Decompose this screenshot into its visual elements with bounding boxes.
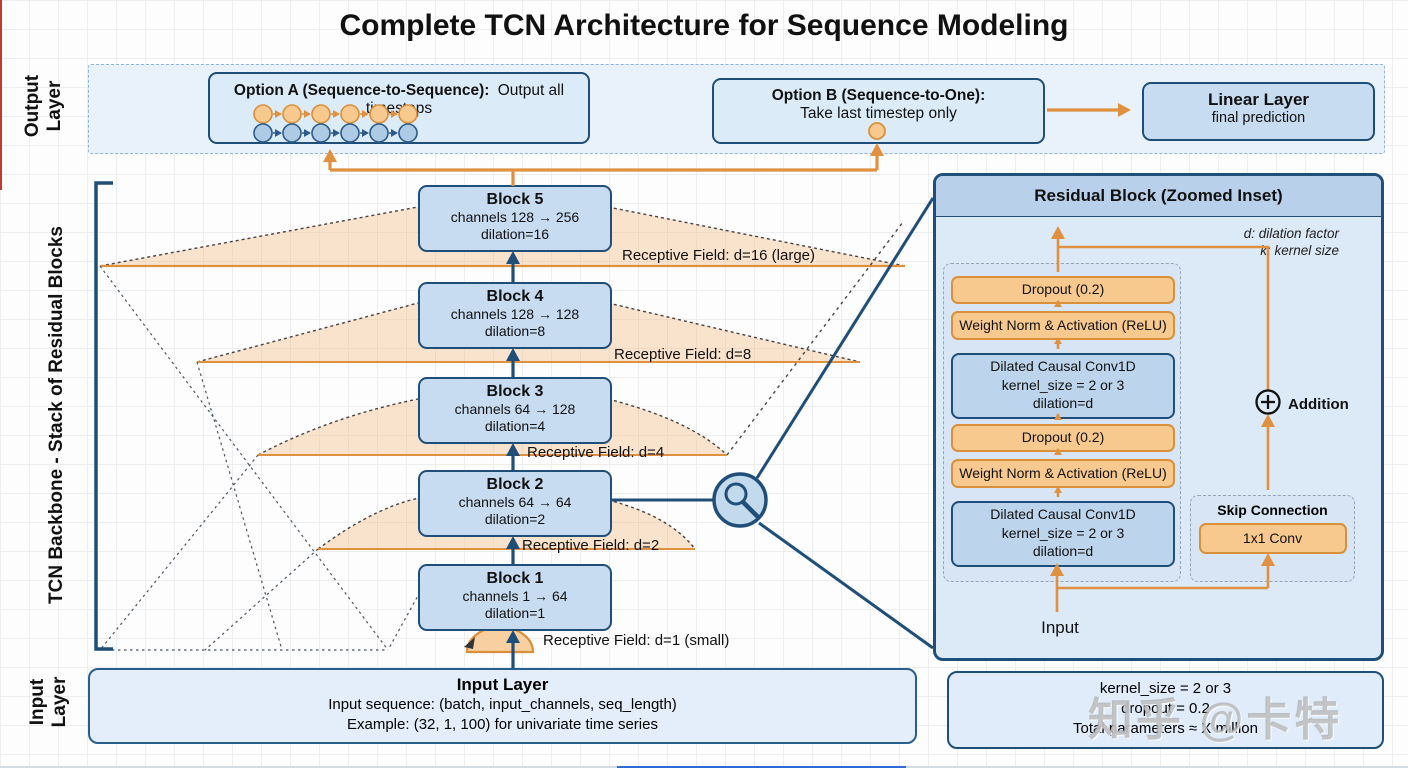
option-b-box: Option B (Sequence-to-One): Take last ti… (712, 78, 1045, 144)
weightnorm-box-2: Weight Norm & Activation (ReLU) (951, 459, 1175, 488)
conv-1x1-box: 1x1 Conv (1198, 523, 1347, 554)
hyperparams-box: kernel_size = 2 or 3 dropout = 0.2 Total… (947, 671, 1384, 749)
rf-label-d4: Receptive Field: d=4 (527, 444, 665, 461)
watermark: 知乎 @卡特 (1088, 694, 1343, 745)
conv-box-1: Dilated Causal Conv1D kernel_size = 2 or… (951, 353, 1175, 419)
option-b-title: Option B (Sequence-to-One): (771, 87, 986, 104)
conv1-line2: kernel_size = 2 or 3 (1001, 376, 1125, 393)
block-3: Block 3 channels 64 → 128 dilation=4 (418, 377, 612, 444)
block-2-title: Block 2 (486, 476, 544, 493)
inset-note-kernel: k: kernel size (1260, 243, 1339, 258)
block-5-dilation: dilation=16 (480, 226, 550, 242)
input-layer-side-label: Input Layer (27, 676, 70, 728)
conv1-line1: Dilated Causal Conv1D (990, 358, 1136, 374)
block-3-title: Block 3 (486, 383, 544, 400)
block-1-title: Block 1 (486, 570, 544, 587)
block-5-channels: channels 128 → 256 (450, 209, 580, 225)
hyperparams-line3: Total parameters ≈ X million (1073, 720, 1258, 737)
rf-label-d1: Receptive Field: d=1 (small) (543, 632, 730, 649)
block-5: Block 5 channels 128 → 256 dilation=16 (418, 185, 612, 252)
dropout-box-1: Dropout (0.2) (951, 276, 1175, 304)
input-layer-title: Input Layer (456, 675, 549, 694)
option-a-bold: Option A (Sequence-to-Sequence): (233, 82, 490, 99)
residual-block-inset: Residual Block (Zoomed Inset) d: dilatio… (933, 173, 1384, 661)
conv1-line3: dilation=d (1032, 395, 1094, 411)
block-2: Block 2 channels 64 → 64 dilation=2 (418, 470, 612, 537)
conv-box-2: Dilated Causal Conv1D kernel_size = 2 or… (951, 501, 1175, 567)
inset-notes: d: dilation factor k: kernel size (1244, 225, 1339, 259)
hyperparams-line1: kernel_size = 2 or 3 (1099, 680, 1232, 697)
input-layer-box: Input Layer Input sequence: (batch, inpu… (88, 668, 917, 744)
block-1-dilation: dilation=1 (484, 605, 546, 621)
receptive-field-fan-lines (99, 265, 421, 651)
block-2-dilation: dilation=2 (484, 511, 546, 527)
weightnorm-box-1: Weight Norm & Activation (ReLU) (951, 311, 1175, 340)
zoom-callout-lines (607, 197, 935, 650)
left-edge-artifact (0, 0, 2, 190)
conv2-line2: kernel_size = 2 or 3 (1001, 524, 1125, 541)
input-layer-line1: Input sequence: (batch, input_channels, … (328, 696, 677, 713)
backbone-side-label: TCN Backbone - Stack of Residual Blocks (46, 226, 67, 604)
input-layer-line2: Example: (32, 1, 100) for univariate tim… (347, 715, 658, 733)
block-4-dilation: dilation=8 (484, 323, 546, 339)
skip-connection-title: Skip Connection (1217, 502, 1328, 518)
option-a-box: Option A (Sequence-to-Sequence): Output … (208, 72, 590, 144)
block-4-title: Block 4 (486, 288, 544, 305)
dropout-box-2: Dropout (0.2) (951, 424, 1175, 452)
block-5-title: Block 5 (486, 191, 544, 208)
rf-label-d8: Receptive Field: d=8 (614, 346, 752, 363)
block-1: Block 1 channels 1 → 64 dilation=1 (418, 564, 612, 631)
skip-connection-box: Skip Connection 1x1 Conv (1190, 495, 1355, 582)
conv2-line3: dilation=d (1032, 543, 1094, 559)
block-4-channels: channels 128 → 128 (450, 306, 580, 322)
rf-label-d2: Receptive Field: d=2 (522, 537, 660, 554)
backbone-bracket (94, 181, 113, 651)
block-3-channels: channels 64 → 128 (454, 401, 576, 417)
linear-layer-subtitle: final prediction (1211, 110, 1306, 126)
inset-note-dilation: d: dilation factor (1243, 226, 1339, 241)
block-3-dilation: dilation=4 (484, 418, 546, 434)
hyperparams-line2: dropout = 0.2 (1121, 700, 1210, 717)
inset-title: Residual Block (Zoomed Inset) (936, 176, 1381, 217)
rf-label-d16: Receptive Field: d=16 (large) (622, 247, 816, 264)
output-layer-side-label: Output Layer (22, 74, 65, 138)
page-title: Complete TCN Architecture for Sequence M… (339, 9, 1069, 42)
block-4: Block 4 channels 128 → 128 dilation=8 (418, 282, 612, 349)
block-2-channels: channels 64 → 64 (458, 494, 572, 510)
linear-layer-box: Linear Layer final prediction (1142, 82, 1375, 141)
addition-label: Addition (1288, 396, 1349, 413)
option-a-text: Option A (Sequence-to-Sequence): Output … (210, 82, 588, 118)
linear-layer-title: Linear Layer (1207, 90, 1310, 109)
inset-input-label: Input (1041, 618, 1079, 637)
conv2-line1: Dilated Causal Conv1D (990, 506, 1136, 522)
option-b-subtitle: Take last timestep only (800, 105, 957, 122)
magnifier-icon (712, 472, 768, 528)
block-1-channels: channels 1 → 64 (462, 588, 568, 604)
bottom-progress-artifact (617, 766, 906, 768)
